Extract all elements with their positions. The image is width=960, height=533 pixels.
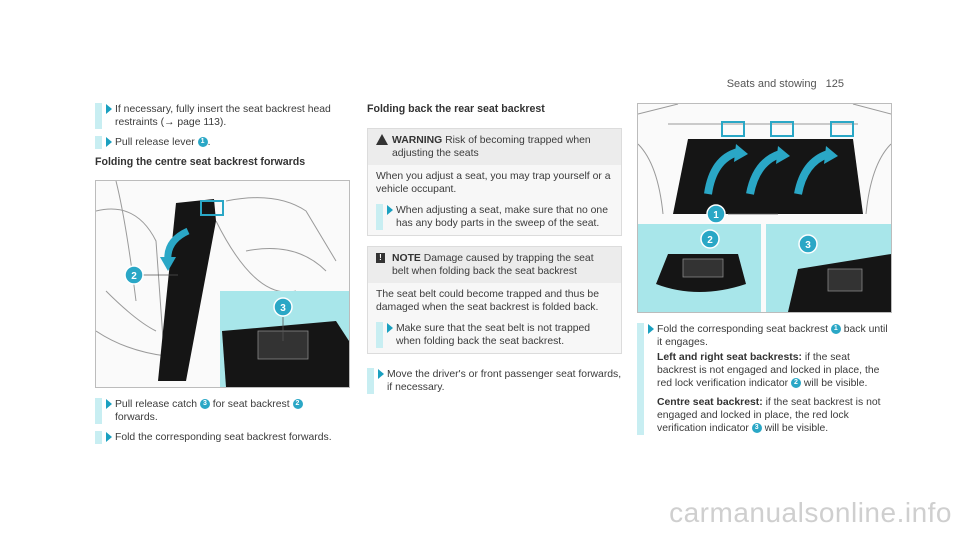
rear-seat-illustration: 1 2 3 <box>638 104 891 312</box>
section-heading: Folding the centre seat backrest forward… <box>95 156 306 168</box>
column-3: Fold the corresponding seat backrest 1 b… <box>637 323 892 435</box>
page-number: 125 <box>825 78 844 90</box>
centre-backrest-info: Centre seat backrest: if the seat backre… <box>657 397 881 434</box>
svg-text:1: 1 <box>713 210 719 221</box>
callout-badge: 3 <box>199 399 210 410</box>
section-title: Seats and stowing <box>726 78 817 90</box>
step-arrow-icon <box>378 369 384 379</box>
step-insert-head-restraints: If necessary, fully insert the seat back… <box>95 103 345 129</box>
warning-icon <box>376 134 388 145</box>
callout-badge: 3 <box>751 423 762 434</box>
step-arrow-icon <box>387 205 393 215</box>
page-reference-link[interactable]: → page 113). <box>164 117 227 128</box>
svg-text:3: 3 <box>280 303 286 314</box>
release-catch-marker <box>200 200 224 216</box>
step-arrow-icon <box>106 399 112 409</box>
exclamation-icon: ! <box>376 253 385 263</box>
callout-1: 1 <box>706 204 726 224</box>
note-box: ! NOTE Damage caused by trapping the sea… <box>367 246 622 354</box>
step-arrow-icon <box>106 137 112 147</box>
svg-text:3: 3 <box>805 240 811 251</box>
fold-back-arrow-icon <box>746 150 782 195</box>
rear-bench-shape <box>673 139 863 214</box>
column-2: Folding back the rear seat backrest WARN… <box>367 103 622 401</box>
step-move-front-seat: Move the driver's or front passenger sea… <box>367 368 622 394</box>
figure-rear-backrests: 1 2 3 <box>637 103 892 313</box>
column-1: If necessary, fully insert the seat back… <box>95 103 345 175</box>
svg-text:2: 2 <box>707 235 713 246</box>
svg-text:2: 2 <box>131 271 137 282</box>
figure-centre-backrest: 2 3 <box>95 180 350 388</box>
watermark-text: carmanualsonline.info <box>669 497 952 528</box>
warning-box: WARNING Risk of becoming trapped when ad… <box>367 128 622 236</box>
step-pull-release-catch: Pull release catch 3 for seat backrest 2… <box>95 398 345 424</box>
callout-3: 3 <box>798 234 818 254</box>
step-arrow-icon <box>106 104 112 114</box>
callout-2: 2 <box>700 229 720 249</box>
seat-illustration: 2 3 <box>96 181 349 387</box>
step-fold-backrest-back: Fold the corresponding seat backrest 1 b… <box>637 323 892 435</box>
centre-backrest-shape <box>158 199 216 381</box>
page-header: Seats and stowing 125 <box>727 78 844 90</box>
step-arrow-icon <box>387 323 393 333</box>
callout-badge: 2 <box>292 399 303 410</box>
callout-badge: 1 <box>197 137 208 148</box>
step-arrow-icon <box>106 432 112 442</box>
callout-badge: 1 <box>830 324 841 335</box>
step-pull-release-lever: Pull release lever 1. <box>95 136 345 149</box>
step-fold-backrest-forwards: Fold the corresponding seat backrest for… <box>95 431 345 444</box>
step-arrow-icon <box>648 324 654 334</box>
callout-3: 3 <box>273 297 293 317</box>
column-1-lower: Pull release catch 3 for seat backrest 2… <box>95 398 345 451</box>
fold-back-arrow-icon <box>704 148 740 195</box>
callout-badge: 2 <box>791 378 801 389</box>
callout-2: 2 <box>124 265 144 285</box>
section-heading: Folding back the rear seat backrest <box>367 103 545 115</box>
left-right-backrest-info: Left and right seat backrests: if the se… <box>657 352 880 389</box>
fold-back-arrow-icon <box>794 150 830 195</box>
